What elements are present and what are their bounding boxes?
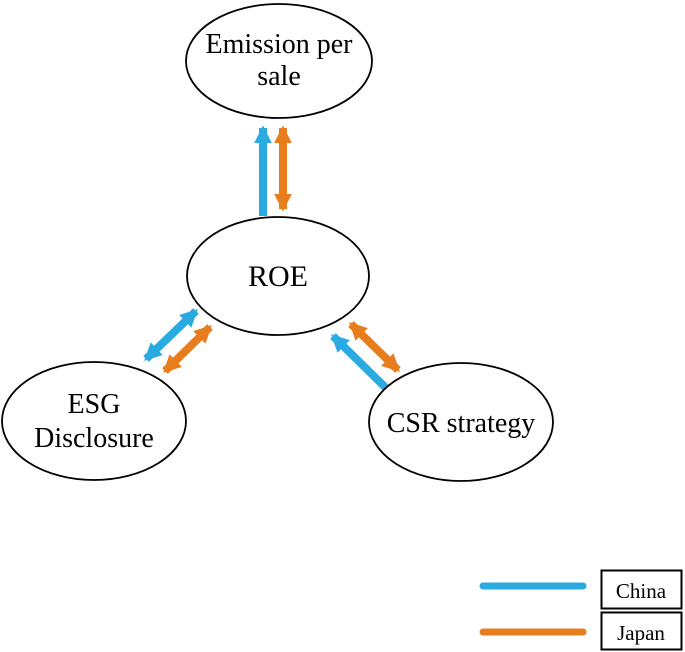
node-csr-strategy [368,362,554,482]
node-emission-label-line2: sale [257,61,301,92]
node-esg-disclosure [1,361,187,481]
legend-japan-label: Japan [617,621,665,645]
legend-china-box [600,569,683,610]
arrow-china-csr-to-roe [330,333,389,391]
legend-china-label: China [616,579,667,603]
node-roe [186,216,370,336]
node-esg-label-line2: Disclosure [34,423,154,454]
node-esg-label-line1: ESG [68,389,121,420]
node-roe-label: ROE [248,260,308,293]
arrow-japan-csr-roe [348,321,401,373]
legend: China Japan [479,569,683,651]
node-emission-label-line1: Emission per [206,29,354,60]
node-emission-per-sale [185,3,373,119]
legend-japan-box [600,611,683,651]
arrow-japan-esg-roe [162,324,213,374]
node-csr-label: CSR strategy [387,408,536,439]
